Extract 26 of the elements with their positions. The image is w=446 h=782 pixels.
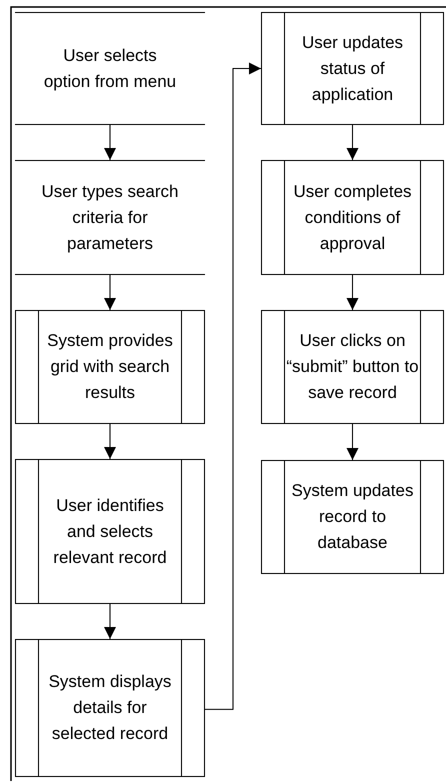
arrow (104, 274, 116, 310)
step-text: System provides grid with search results (46, 330, 174, 404)
step-text: User clicks on “submit” button to save record (286, 330, 419, 404)
arrow (346, 274, 358, 310)
arrow (104, 424, 116, 460)
predefined-process-box (15, 639, 205, 777)
step-text: User selects option from menu (42, 44, 178, 92)
arrow (346, 124, 358, 160)
process-band (15, 12, 205, 125)
step-text: User updates status of application (300, 32, 404, 106)
predefined-process-box (261, 160, 444, 275)
arrow (104, 124, 116, 160)
predefined-process-box (261, 12, 444, 125)
step-text: System displays details for selected record (48, 671, 172, 745)
predefined-process-box (15, 310, 205, 424)
step-text: User types search criteria for parameters (40, 180, 180, 254)
step-text: System updates record to database (290, 480, 414, 554)
predefined-process-box (15, 459, 205, 604)
arrow (204, 62, 262, 710)
predefined-process-box (261, 460, 444, 574)
step-text: User completes conditions of approval (292, 180, 413, 254)
step-text: User identifies and selects relevant record (52, 494, 168, 568)
arrow (104, 604, 116, 640)
arrow (346, 424, 358, 460)
predefined-process-box (261, 310, 444, 424)
process-band (15, 160, 205, 275)
